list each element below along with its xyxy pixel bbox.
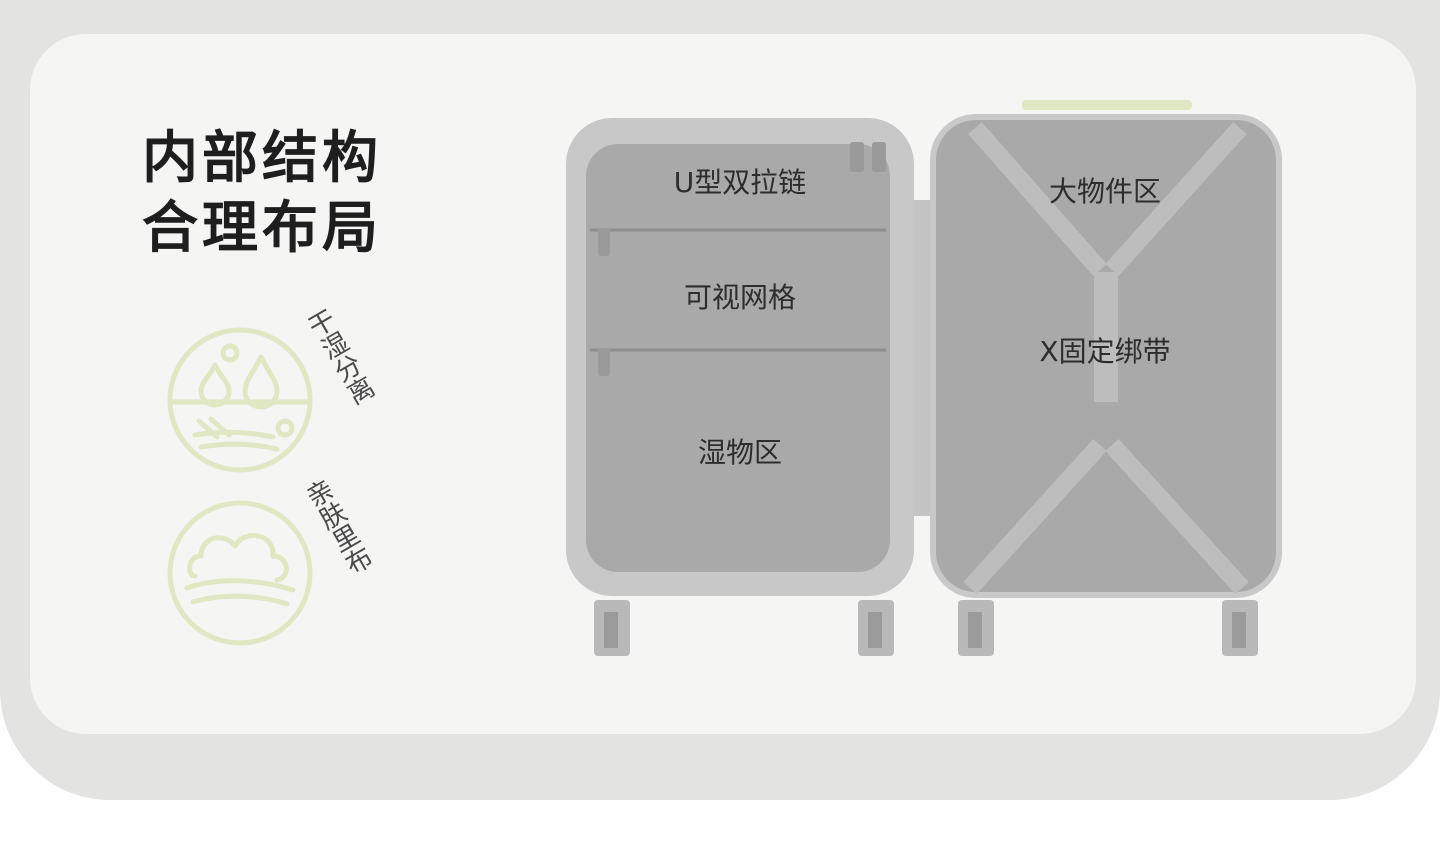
headline-line-1: 内部结构 <box>142 126 382 191</box>
soft-lining-icon <box>167 500 313 646</box>
headline-line-2: 合理布局 <box>142 196 382 261</box>
dry-wet-separation-icon <box>167 327 313 473</box>
u-zipper-label: U型双拉链 <box>673 166 807 199</box>
x-strap-label: X固定绑带 <box>1039 335 1171 368</box>
headline: 内部结构 合理布局 <box>142 124 382 264</box>
mesh-pocket-label: 可视网格 <box>683 281 797 314</box>
wet-compartment-label: 湿物区 <box>697 436 783 469</box>
large-item-area-label: 大物件区 <box>1048 175 1162 208</box>
